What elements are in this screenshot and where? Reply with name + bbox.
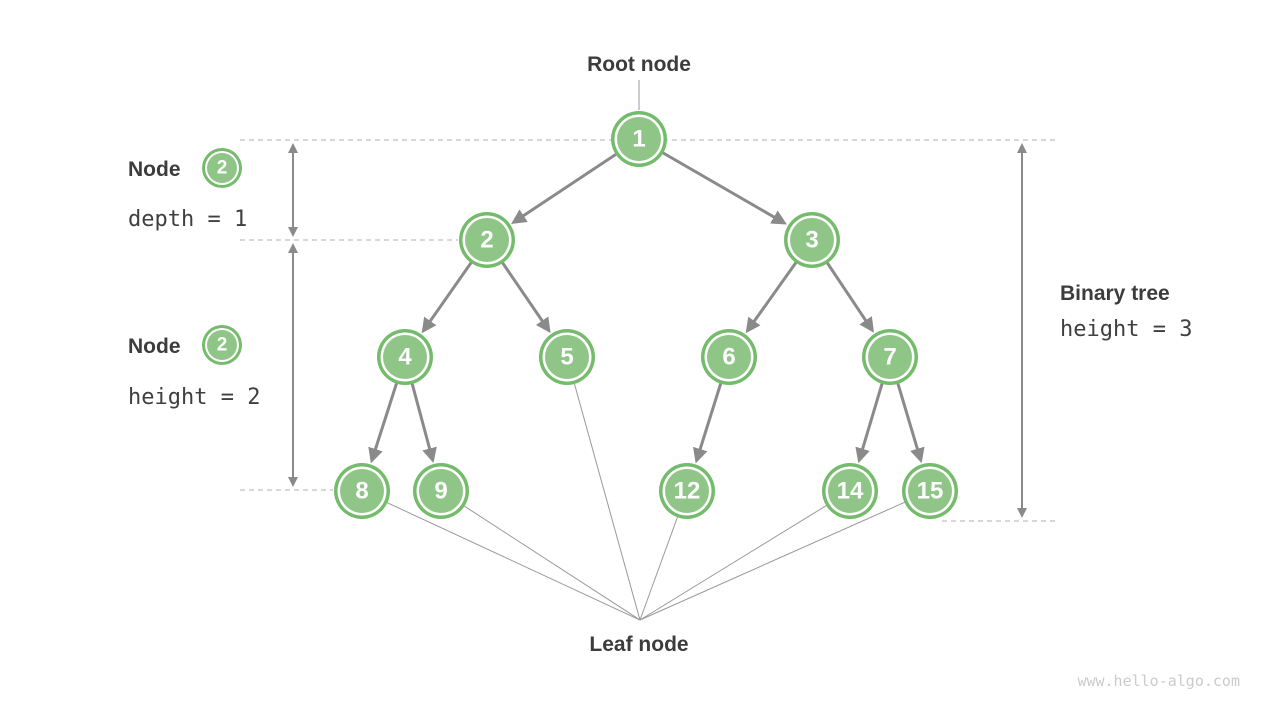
tree-node-2: 2: [459, 212, 515, 268]
watermark-text: www.hello-algo.com: [1077, 672, 1240, 690]
node-value: 7: [883, 344, 896, 371]
node-value: 6: [722, 344, 735, 371]
node-value: 2: [480, 227, 493, 254]
node-height-annotation: Node 2 height = 2: [128, 325, 260, 410]
node-height-annotation-title: Node: [128, 335, 181, 358]
node-value: 9: [434, 478, 447, 505]
root-node-label: Root node: [587, 53, 691, 76]
tree-node-14: 14: [822, 463, 878, 519]
node-value: 15: [917, 478, 944, 505]
leaf-line-14: [639, 490, 851, 621]
tree-node-4: 4: [377, 329, 433, 385]
node-value: 1: [632, 126, 645, 153]
binary-tree-annotation-caption: height = 3: [1060, 317, 1192, 342]
badge-value: 2: [217, 335, 228, 356]
tree-edges: [368, 137, 925, 464]
leaf-line-15: [639, 490, 931, 621]
node-value: 4: [398, 344, 412, 371]
binary-tree-annotation-title: Binary tree: [1060, 282, 1170, 305]
depth-node-badge: 2: [202, 148, 242, 188]
node-value: 3: [805, 227, 818, 254]
tree-node-8: 8: [334, 463, 390, 519]
tree-node-3: 3: [784, 212, 840, 268]
leaf-line-8: [361, 490, 641, 621]
node-value: 5: [560, 344, 573, 371]
tree-node-9: 9: [413, 463, 469, 519]
node-value: 14: [837, 478, 864, 505]
leaf-line-5: [566, 356, 641, 621]
badge-value: 2: [217, 158, 228, 179]
depth-annotation-caption: depth = 1: [128, 207, 247, 232]
binary-tree-height-annotation: Binary tree height = 3: [1060, 282, 1192, 342]
tree-node-15: 15: [902, 463, 958, 519]
depth-annotation-title: Node: [128, 158, 181, 181]
node-height-annotation-caption: height = 2: [128, 385, 260, 410]
tree-node-1: 1: [611, 111, 667, 167]
node-value: 12: [674, 478, 701, 505]
node-value: 8: [355, 478, 368, 505]
tree-node-5: 5: [539, 329, 595, 385]
tree-node-6: 6: [701, 329, 757, 385]
leaf-pointer-lines: [361, 356, 931, 621]
measure-arrows: [288, 143, 1027, 518]
tree-nodes: 1 2 3 4 5 6: [334, 111, 958, 519]
tree-node-7: 7: [862, 329, 918, 385]
leaf-node-label: Leaf node: [589, 633, 688, 656]
leaf-line-9: [440, 490, 641, 621]
height-node-badge: 2: [202, 325, 242, 365]
tree-node-12: 12: [659, 463, 715, 519]
depth-annotation: Node 2 depth = 1: [128, 148, 247, 232]
